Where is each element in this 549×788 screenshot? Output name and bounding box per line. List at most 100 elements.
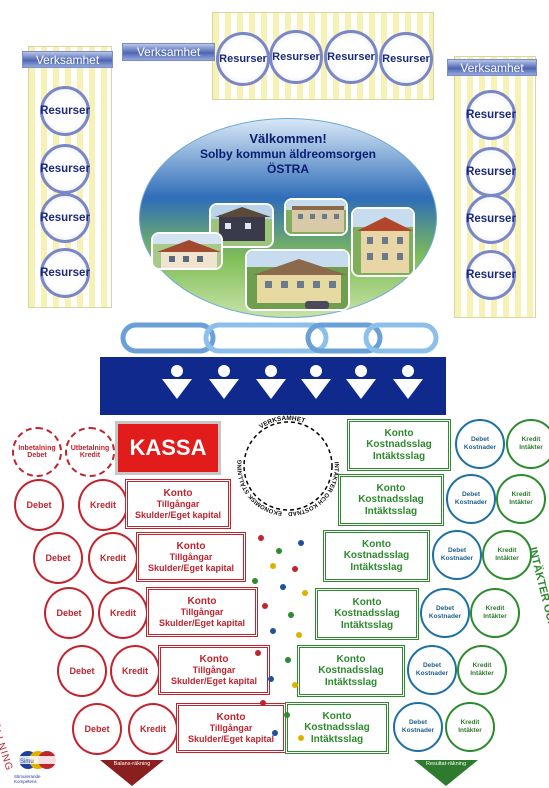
coin-dot (296, 632, 302, 638)
account-assets: Tillgångar (209, 723, 253, 734)
coin-dot (260, 700, 266, 706)
account-revenues: Intäktsslag (350, 561, 403, 573)
circle-text: Kostnader (454, 499, 488, 506)
account-liabilities: Skulder/Eget kapital (170, 675, 258, 686)
resource-node: Resurser (40, 86, 90, 136)
welcome-title: Välkommen! (249, 131, 327, 146)
header-mid-label: Verksamhet (122, 43, 215, 61)
account-revenues: Intäktsslag (324, 676, 378, 688)
resource-node: Resurser (216, 32, 270, 86)
coin-dot (262, 603, 268, 609)
account-liabilities: Skulder/Eget kapital (147, 562, 235, 573)
debet-circle: Debet (33, 532, 83, 584)
account-label: Konto (322, 710, 352, 722)
account-assets: Tillgångar (169, 552, 213, 563)
coin-dot (288, 612, 294, 618)
account-liabilities: Skulder/Eget kapital (158, 617, 246, 628)
debet-circle: Debet (14, 479, 64, 531)
result-label: Resultat-räkning (425, 761, 467, 767)
down-arrows (162, 365, 423, 399)
account-label: Konto (163, 487, 193, 499)
kredit-circle: Kredit (110, 645, 160, 697)
account-assets: Tillgångar (180, 607, 224, 618)
account-liabilities: Skulder/Eget kapital (134, 509, 222, 520)
resource-node: Resurser (40, 193, 90, 243)
resource-node: Resurser (269, 30, 323, 84)
resource-node: Resurser (40, 248, 90, 298)
resource-node: Resurser (466, 90, 516, 140)
coin-dot (252, 578, 258, 584)
account-label: Konto (216, 711, 246, 723)
balance-triangle (100, 760, 164, 786)
coin-dot (270, 628, 276, 634)
side-label-right: INTÄKTER OCH KOSTNADER (526, 546, 549, 700)
welcome-area: ÖSTRA (267, 162, 309, 176)
welcome-subtitle: Solby kommun äldreomsorgen (199, 147, 377, 161)
logo-icon: Simu (17, 751, 57, 769)
coin-dot (292, 682, 298, 688)
coin-dot (258, 535, 264, 541)
account-costs: Kostnadsslag (343, 550, 410, 562)
kredit-circle: Kredit (98, 587, 148, 639)
debet-circle: Debet (44, 587, 94, 639)
coin-dot (270, 563, 276, 569)
chain-graphic (120, 322, 439, 354)
building-photo (245, 249, 350, 311)
logo: Simu Stimulerande Kompetens (14, 750, 60, 784)
header-left-label: Verksamhet (22, 51, 113, 68)
coin-dot (276, 548, 282, 554)
side-label-left: EKONOMISK STÄLLNING (0, 638, 15, 773)
account-revenues: Intäktsslag (340, 619, 394, 631)
utbetalning-kredit: Kredit (79, 452, 101, 459)
coin-dot (255, 650, 261, 656)
circle-text: Kredit (521, 436, 541, 444)
account-costs: Kostnadsslag (334, 608, 400, 620)
circle-text: Debet (435, 605, 455, 613)
circle-text: Kostnader (463, 444, 497, 451)
verksamhet-ring: VERKSAMHET EKONOMISK STÄLLNING INTÄKTER … (228, 406, 339, 516)
resource-node: Resurser (466, 147, 516, 197)
account-label: Konto (376, 482, 406, 494)
account-costs: Kostnadsslag (304, 722, 370, 734)
circle-text: Kostnader (415, 670, 449, 677)
inbetalning-debet: Debet (27, 452, 47, 459)
kredit-circle: Kredit (128, 703, 178, 755)
utbetalning-label: Utbetalning (70, 445, 110, 452)
resource-node: Resurser (466, 194, 516, 244)
inbetalning-label: Inbetalning (18, 445, 56, 452)
coin-dot (298, 735, 304, 741)
kredit-circle: Kredit (78, 479, 128, 531)
header-right-label: Verksamhet (447, 59, 537, 76)
inbetalning-circle: Inbetalning Debet (12, 427, 62, 477)
coin-dot (292, 566, 298, 572)
account-costs: Kostnadsslag (358, 494, 424, 506)
circle-text: Intäkter (458, 727, 482, 734)
account-revenues: Intäktsslag (310, 733, 364, 745)
building-photo (209, 203, 274, 248)
coin-dot (272, 730, 278, 736)
building-photo (351, 207, 415, 277)
circle-text: Kredit (485, 605, 505, 613)
account-assets: Tillgångar (156, 499, 200, 510)
coin-dot (302, 590, 308, 596)
balance-label: Balans-räkning (113, 761, 151, 767)
account-label: Konto (199, 653, 229, 665)
account-costs: Kostnadsslag (366, 439, 432, 451)
result-triangle (414, 760, 478, 786)
account-assets: Tillgångar (192, 665, 236, 676)
circle-text: Kostnader (440, 555, 474, 562)
